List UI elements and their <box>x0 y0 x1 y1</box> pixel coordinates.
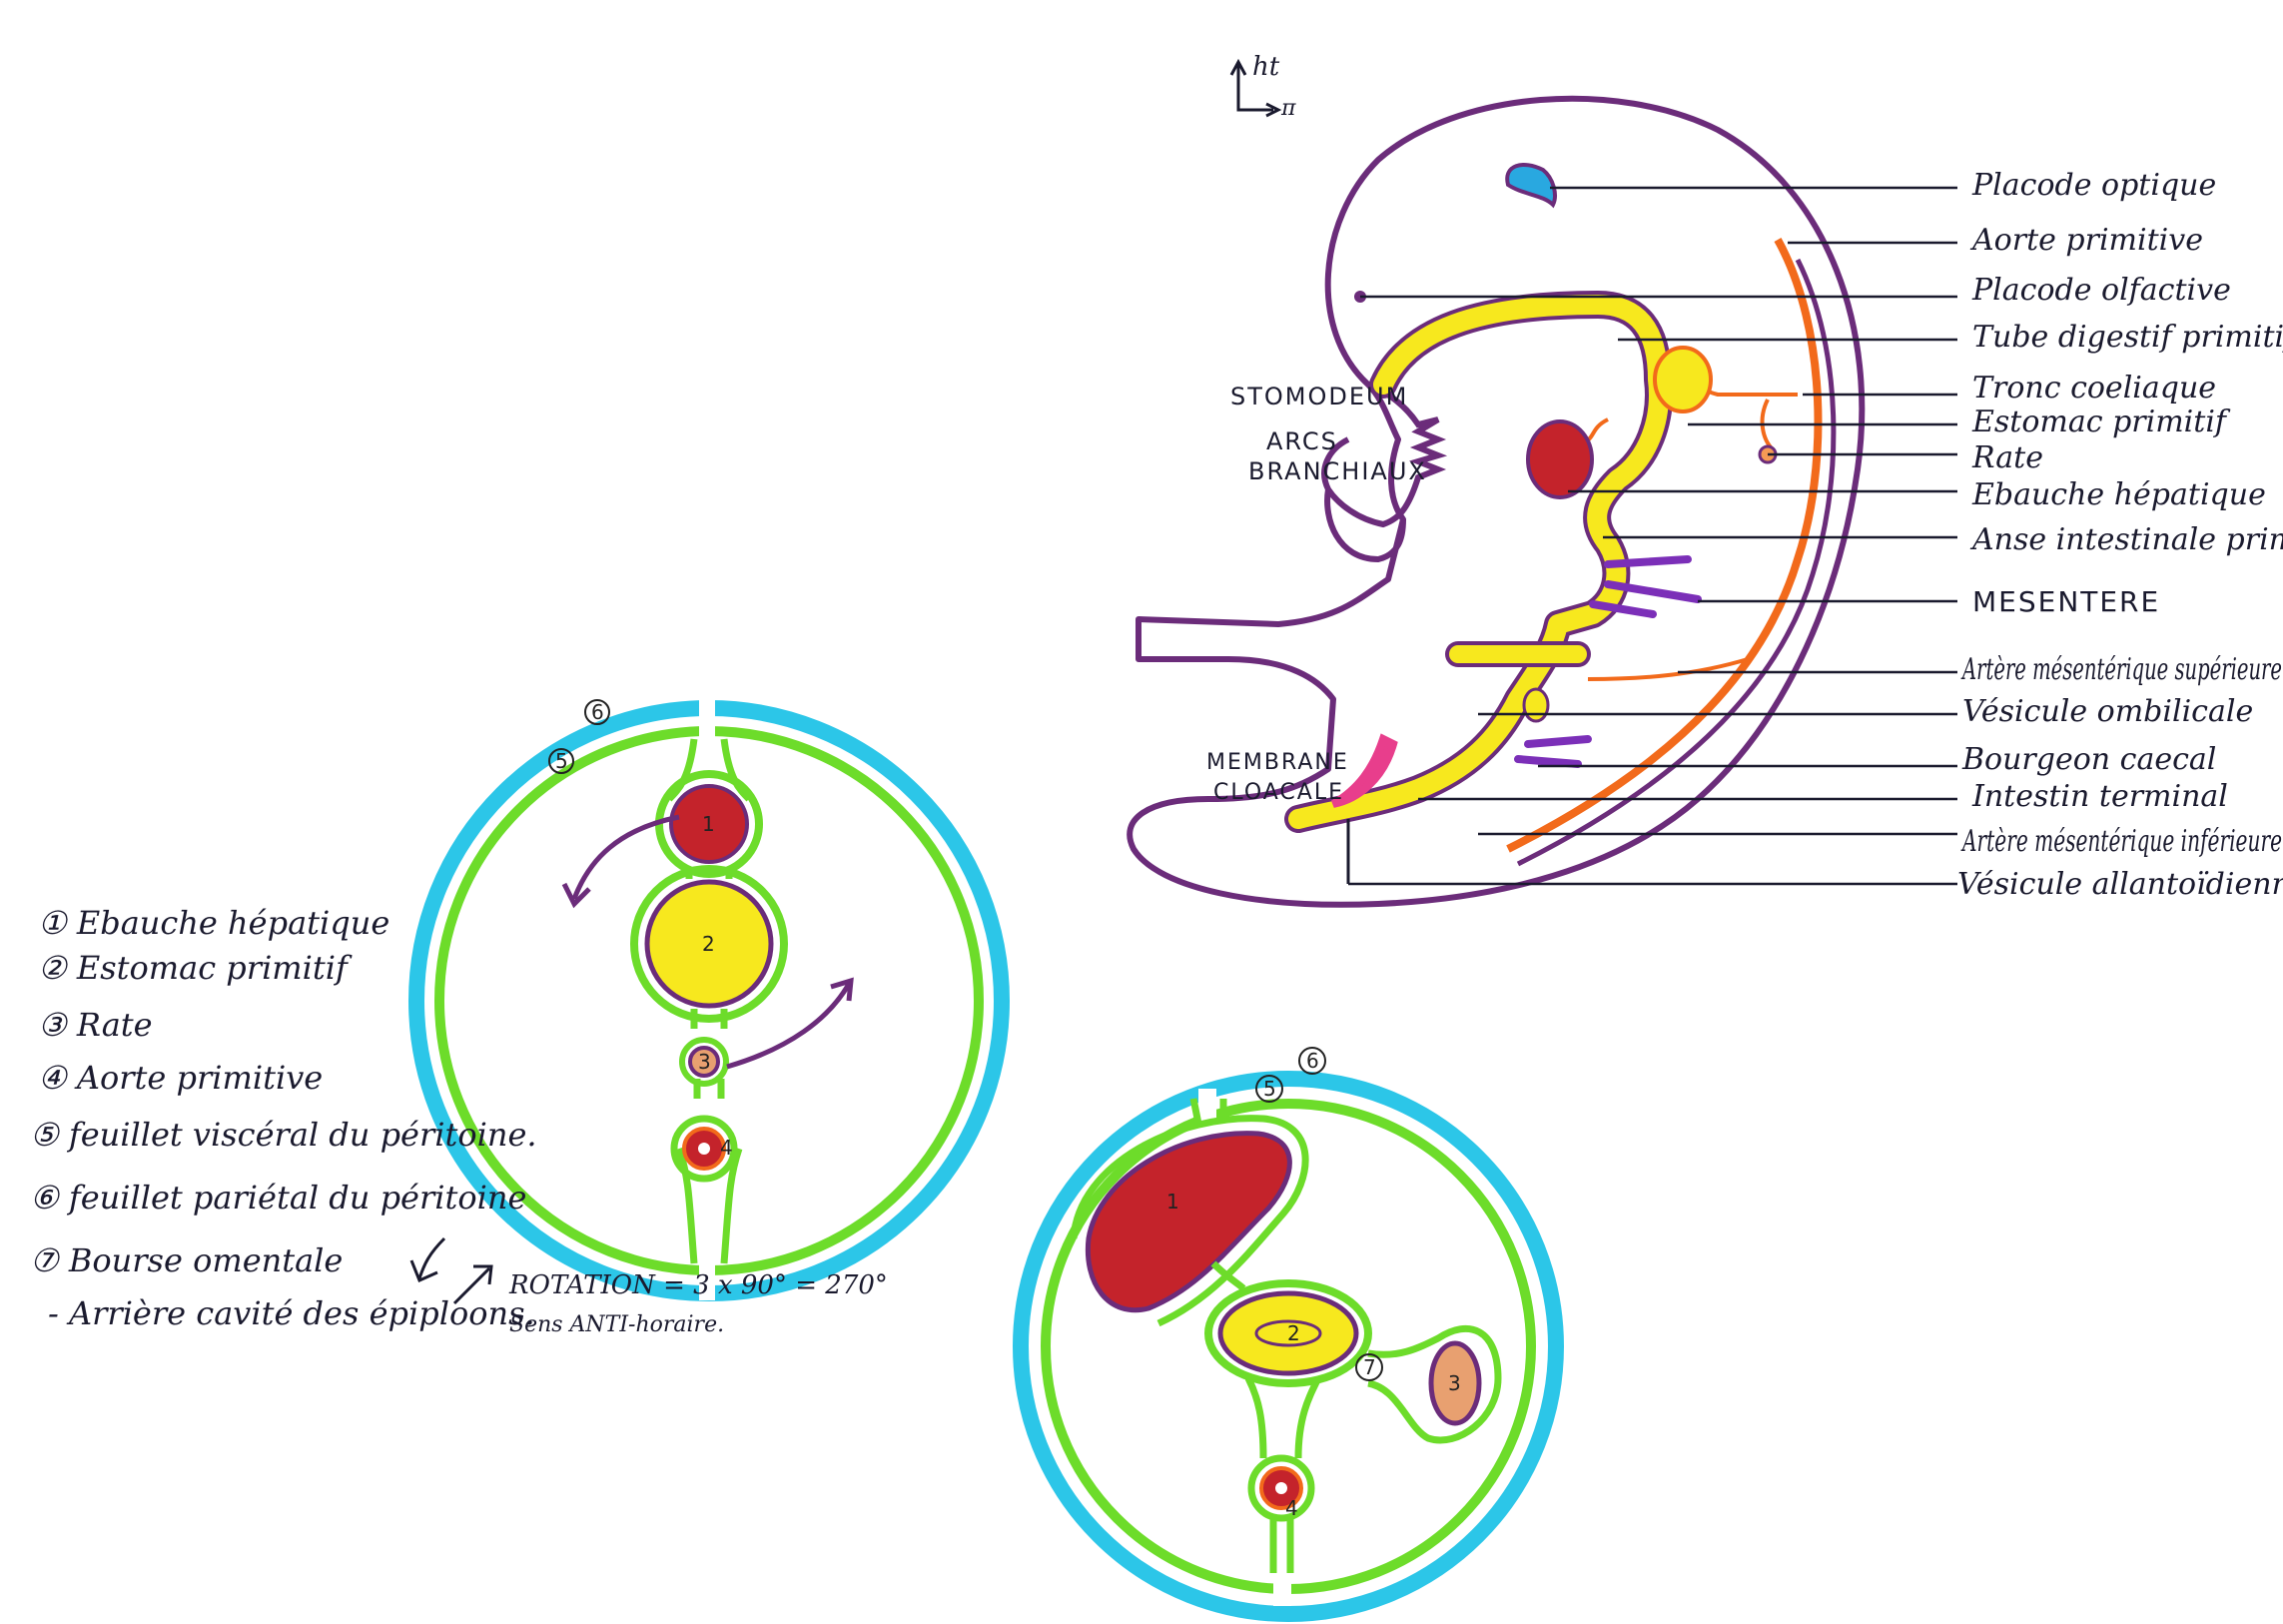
s1-num-5: 5 <box>555 749 568 773</box>
parietal-peritoneum-ring-2 <box>1013 1071 1564 1622</box>
label-arcs: ARCS <box>1266 427 1338 455</box>
branchial-arches <box>1321 382 1448 528</box>
s1-num-6: 6 <box>591 700 604 724</box>
liver-1 <box>669 784 749 864</box>
embryo-left-labels: STOMODEUM ARCS BRANCHIAUX MEMBRANE CLOAC… <box>1206 383 1427 805</box>
label-liver: Ebauche hépatique <box>1971 477 2266 512</box>
hook-arrow-2 <box>452 1266 491 1305</box>
rotation-line-2: Sens ANTI-horaire. <box>509 1312 724 1337</box>
cecal-bud <box>1522 687 1550 723</box>
label-stomodeum: STOMODEUM <box>1230 383 1408 410</box>
label-mesentery: MESENTERE <box>1972 585 2160 618</box>
label-allantois: Vésicule allantoïdienne <box>1957 867 2283 902</box>
rotation-arrow-2 <box>726 982 852 1070</box>
stomach-bulge <box>1653 346 1713 413</box>
label-sup-mesenteric: Artère mésentérique supérieure <box>1960 652 2282 687</box>
label-terminal-intestine: Intestin terminal <box>1971 779 2228 814</box>
liver-bud <box>1526 419 1594 499</box>
s2-num-7: 7 <box>1363 1355 1376 1379</box>
s2-num-2: 2 <box>1287 1321 1300 1345</box>
label-membrane: MEMBRANE <box>1206 750 1349 775</box>
s1-num-3: 3 <box>698 1050 711 1074</box>
leader-lines <box>1348 186 1957 886</box>
embryo-right-labels: Placode optique Aorte primitive Placode … <box>1957 168 2283 902</box>
s1-num-1: 1 <box>702 812 715 836</box>
s2-num-5: 5 <box>1263 1077 1276 1101</box>
label-aorta: Aorte primitive <box>1969 223 2203 258</box>
cross-section-rotated: 1 2 3 4 7 5 6 <box>1013 1047 1564 1622</box>
s2-num-6: 6 <box>1306 1049 1319 1073</box>
s1-num-2: 2 <box>702 932 715 956</box>
s2-num-3: 3 <box>1448 1371 1461 1395</box>
liver-2 <box>1085 1131 1292 1313</box>
legend-item-7: ⑦ Bourse omentale <box>30 1241 343 1279</box>
s2-num-1: 1 <box>1166 1190 1179 1214</box>
legend-item-3: ③ Rate <box>38 1006 153 1044</box>
label-olfactory: Placode olfactive <box>1971 273 2231 308</box>
rotation-line-1: ROTATION = 3 x 90° = 270° <box>508 1270 888 1300</box>
orientation-right-label: π <box>1280 96 1296 121</box>
label-spleen: Rate <box>1971 440 2043 475</box>
label-cloacale: CLOACALE <box>1213 780 1344 805</box>
legend-item-5: ⑤ feuillet viscéral du péritoine. <box>30 1116 537 1154</box>
s1-num-4: 4 <box>720 1136 733 1160</box>
legend-item-1: ① Ebauche hépatique <box>38 904 389 942</box>
orientation-up-label: ht <box>1252 52 1280 82</box>
legend-item-4: ④ Aorte primitive <box>38 1059 323 1097</box>
legend: ① Ebauche hépatique ② Estomac primitif ③… <box>30 904 537 1332</box>
legend-item-8: - Arrière cavité des épiploons. <box>48 1294 535 1332</box>
rotation-arrow-1 <box>571 814 680 900</box>
stomach-1 <box>644 879 774 1009</box>
sup-mesenteric-artery <box>1587 657 1749 681</box>
orientation-mark: ht π <box>1229 52 1296 121</box>
label-stomach: Estomac primitif <box>1971 405 2231 439</box>
label-digestive-tube: Tube digestif primitif <box>1972 320 2283 355</box>
label-branchiaux: BRANCHIAUX <box>1248 457 1427 485</box>
rotation-note: ROTATION = 3 x 90° = 270° Sens ANTI-hora… <box>508 1270 888 1337</box>
label-inf-mesenteric: Artère mésentérique inférieure <box>1960 824 2282 859</box>
legend-item-2: ② Estomac primitif <box>38 949 353 987</box>
embryo-outline <box>1127 95 1866 908</box>
label-optic-placode: Placode optique <box>1971 168 2216 203</box>
embryo-sagittal: Placode optique Aorte primitive Placode … <box>1127 95 2283 908</box>
spleen-2 <box>1428 1340 1482 1426</box>
stomach-2 <box>1217 1290 1359 1376</box>
s2-num-4: 4 <box>1285 1496 1298 1520</box>
mesentery-strokes <box>1514 555 1702 768</box>
cloacal-membrane <box>1330 733 1398 808</box>
spleen-1 <box>688 1046 720 1078</box>
label-celiac: Tronc coeliaque <box>1972 371 2216 406</box>
cross-section-early: 1 2 3 4 5 6 <box>408 699 1010 1301</box>
optic-placode <box>1505 163 1557 209</box>
legend-item-6: ⑥ feuillet pariétal du péritoine <box>30 1179 526 1217</box>
label-cecal-bud: Bourgeon caecal <box>1961 742 2216 777</box>
hook-arrow-1 <box>417 1236 446 1279</box>
label-yolk-vesicle: Vésicule ombilicale <box>1962 694 2253 729</box>
label-intestinal-loop: Anse intestinale primitive <box>1969 522 2283 557</box>
